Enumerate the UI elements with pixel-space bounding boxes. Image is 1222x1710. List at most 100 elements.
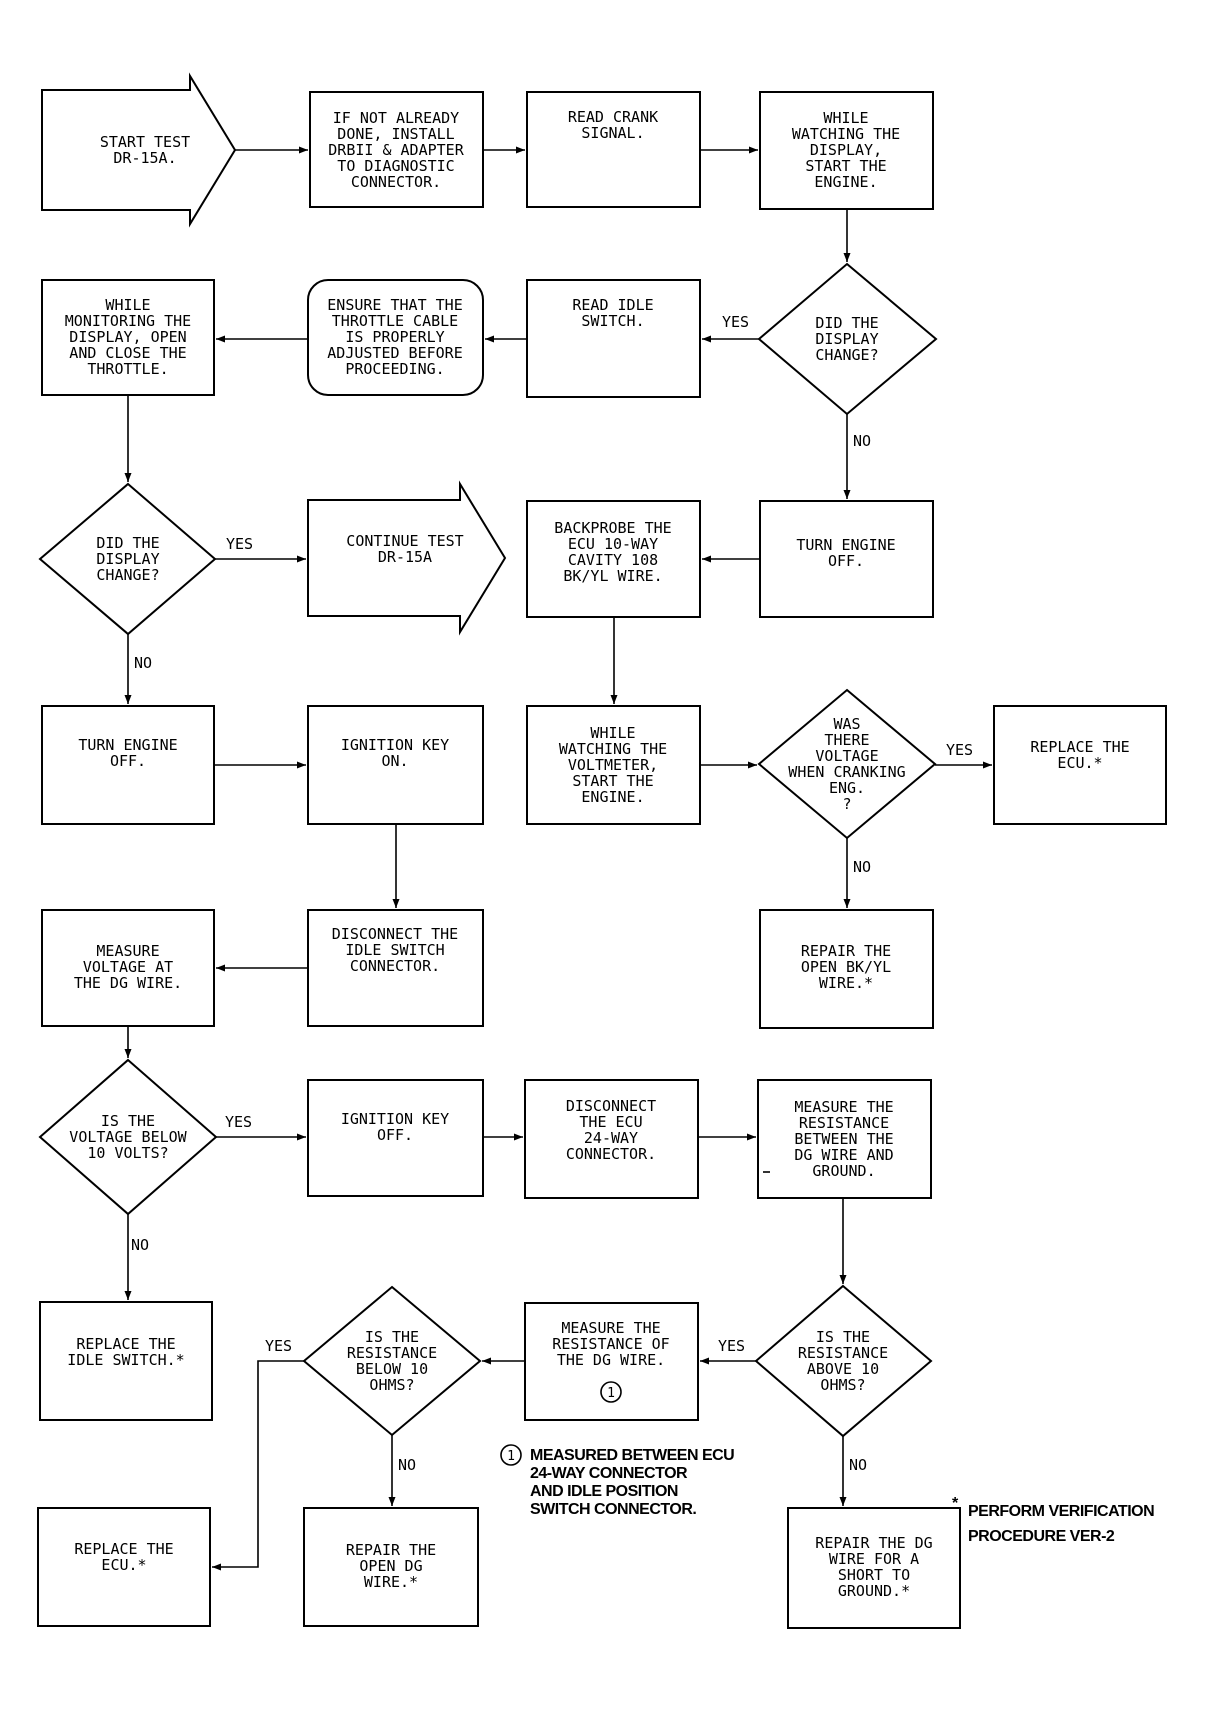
ign-on-box (307, 705, 484, 825)
label-line: 24-WAY CONNECTOR (530, 1465, 688, 1482)
label-line: ECU 10-WAY (568, 535, 658, 553)
yes-label: YES (722, 313, 749, 331)
label-line: REPAIR THE DG (815, 1534, 932, 1552)
label-line: RESISTANCE OF (552, 1335, 669, 1353)
label-line: IDLE SWITCH.* (67, 1351, 184, 1369)
turn-off-1-box (759, 500, 934, 618)
label-line: DISPLAY, (810, 141, 882, 159)
no-label: NO (853, 432, 871, 450)
label-line: IS PROPERLY (345, 328, 444, 346)
label-line: WHILE (105, 296, 150, 314)
no-label: NO (134, 654, 152, 672)
label-line: VOLTAGE (815, 747, 878, 765)
label-line: IS THE (101, 1112, 155, 1130)
label-line: DISPLAY (96, 550, 159, 568)
label-line: MEASURED BETWEEN ECU (530, 1447, 734, 1464)
label-line: WATCHING THE (792, 125, 900, 143)
label-line: OHMS? (369, 1376, 414, 1394)
label-line: READ CRANK (568, 108, 658, 126)
footnote-marker-number: 1 (607, 1386, 615, 1401)
label-line: CAVITY 108 (568, 551, 658, 569)
measure-res-gnd-box (757, 1079, 932, 1199)
footnote-marker-in-box: 1 (600, 1381, 622, 1403)
read-crank-box (526, 91, 701, 208)
label-line: CHANGE? (96, 566, 159, 584)
repair-dg-short-box (787, 1507, 961, 1629)
label-line: BELOW 10 (356, 1360, 428, 1378)
label-line: REPAIR THE (346, 1541, 436, 1559)
label-line: ENGINE. (814, 173, 877, 191)
label-line: GROUND. (812, 1162, 875, 1180)
label-line: IGNITION KEY (341, 1110, 449, 1128)
label-line: SHORT TO (838, 1566, 910, 1584)
label-line: MEASURE (96, 942, 159, 960)
connectors (124, 146, 992, 1571)
label-line: CONNECTOR. (566, 1145, 656, 1163)
label-line: BETWEEN THE (794, 1130, 893, 1148)
label-line: OPEN BK/YL (801, 958, 891, 976)
repair-bkyl-box (759, 909, 934, 1029)
label-line: DISCONNECT (566, 1097, 656, 1115)
label-line: ON. (381, 752, 408, 770)
label-line: ECU.* (101, 1556, 146, 1574)
label-line: CHANGE? (815, 346, 878, 364)
label-line: MEASURE THE (794, 1098, 893, 1116)
yes-label: YES (265, 1337, 292, 1355)
label-line: DRBII & ADAPTER (328, 141, 464, 159)
label-line: TURN ENGINE (78, 736, 177, 754)
label-line: GROUND.* (838, 1582, 910, 1600)
label-line: RESISTANCE (347, 1344, 437, 1362)
measure-dg-box (41, 909, 215, 1027)
label-line: WAS (833, 715, 860, 733)
label-line: THE DG WIRE. (74, 974, 182, 992)
label-line: CONNECTOR. (350, 957, 440, 975)
replace-idle-box (39, 1301, 213, 1421)
label-line: DID THE (815, 314, 878, 332)
throttle-cable-box (307, 279, 484, 396)
edge-labels: YES NO YES NO YES NO YES NO YES YES NO N… (131, 313, 973, 1474)
yes-label: YES (718, 1337, 745, 1355)
label-line: OFF. (110, 752, 146, 770)
label-line: BACKPROBE THE (554, 519, 671, 537)
label-line: PERFORM VERIFICATION (968, 1503, 1154, 1520)
disconnect-ecu-box (524, 1079, 699, 1199)
label-line: THE ECU (579, 1113, 642, 1131)
ign-off-box (307, 1079, 484, 1197)
label-line: CONTINUE TEST (346, 532, 463, 550)
label-line: AND IDLE POSITION (530, 1483, 678, 1500)
label-line: OFF. (377, 1126, 413, 1144)
no-label: NO (131, 1236, 149, 1254)
label-line: DR-15A. (113, 149, 176, 167)
label-line: THROTTLE CABLE (332, 312, 458, 330)
label-line: IGNITION KEY (341, 736, 449, 754)
watch-volt-box (526, 705, 701, 825)
label-line: OPEN DG (359, 1557, 422, 1575)
label-line: SWITCH. (581, 312, 644, 330)
label-line: DR-15A (378, 548, 432, 566)
verification-star: * (952, 1495, 959, 1512)
label-line: THERE (824, 731, 869, 749)
label-line: START THE (805, 157, 886, 175)
start-engine-box (759, 91, 934, 210)
